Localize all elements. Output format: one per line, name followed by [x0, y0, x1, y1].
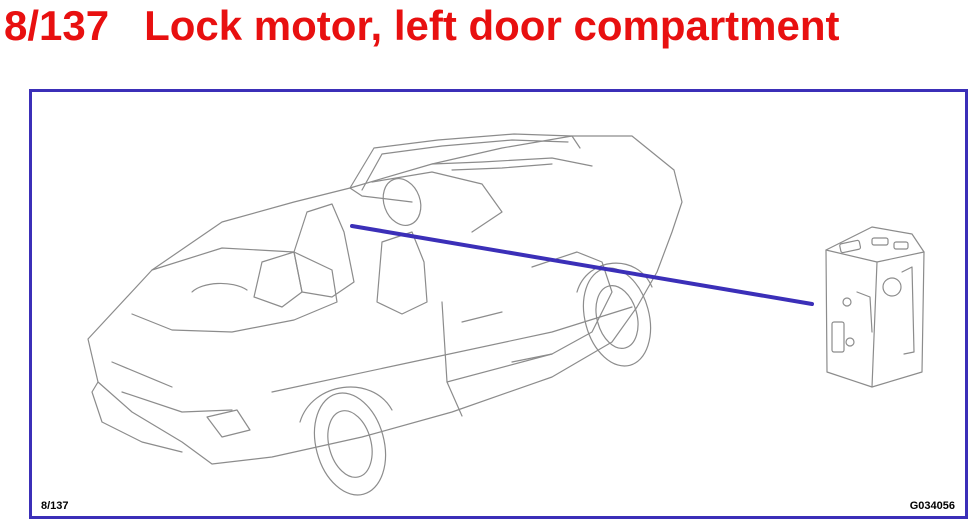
car-body [87, 133, 683, 496]
figure-frame: 8/137 G034056 [29, 89, 968, 519]
page-title: 8/137 Lock motor, left door compartment [4, 2, 840, 49]
figure-code-left: 8/137 [41, 500, 69, 512]
figure-code-right: G034056 [909, 500, 955, 512]
lock-motor-component [825, 226, 925, 388]
leader-line [350, 224, 814, 306]
car-illustration [87, 133, 925, 496]
